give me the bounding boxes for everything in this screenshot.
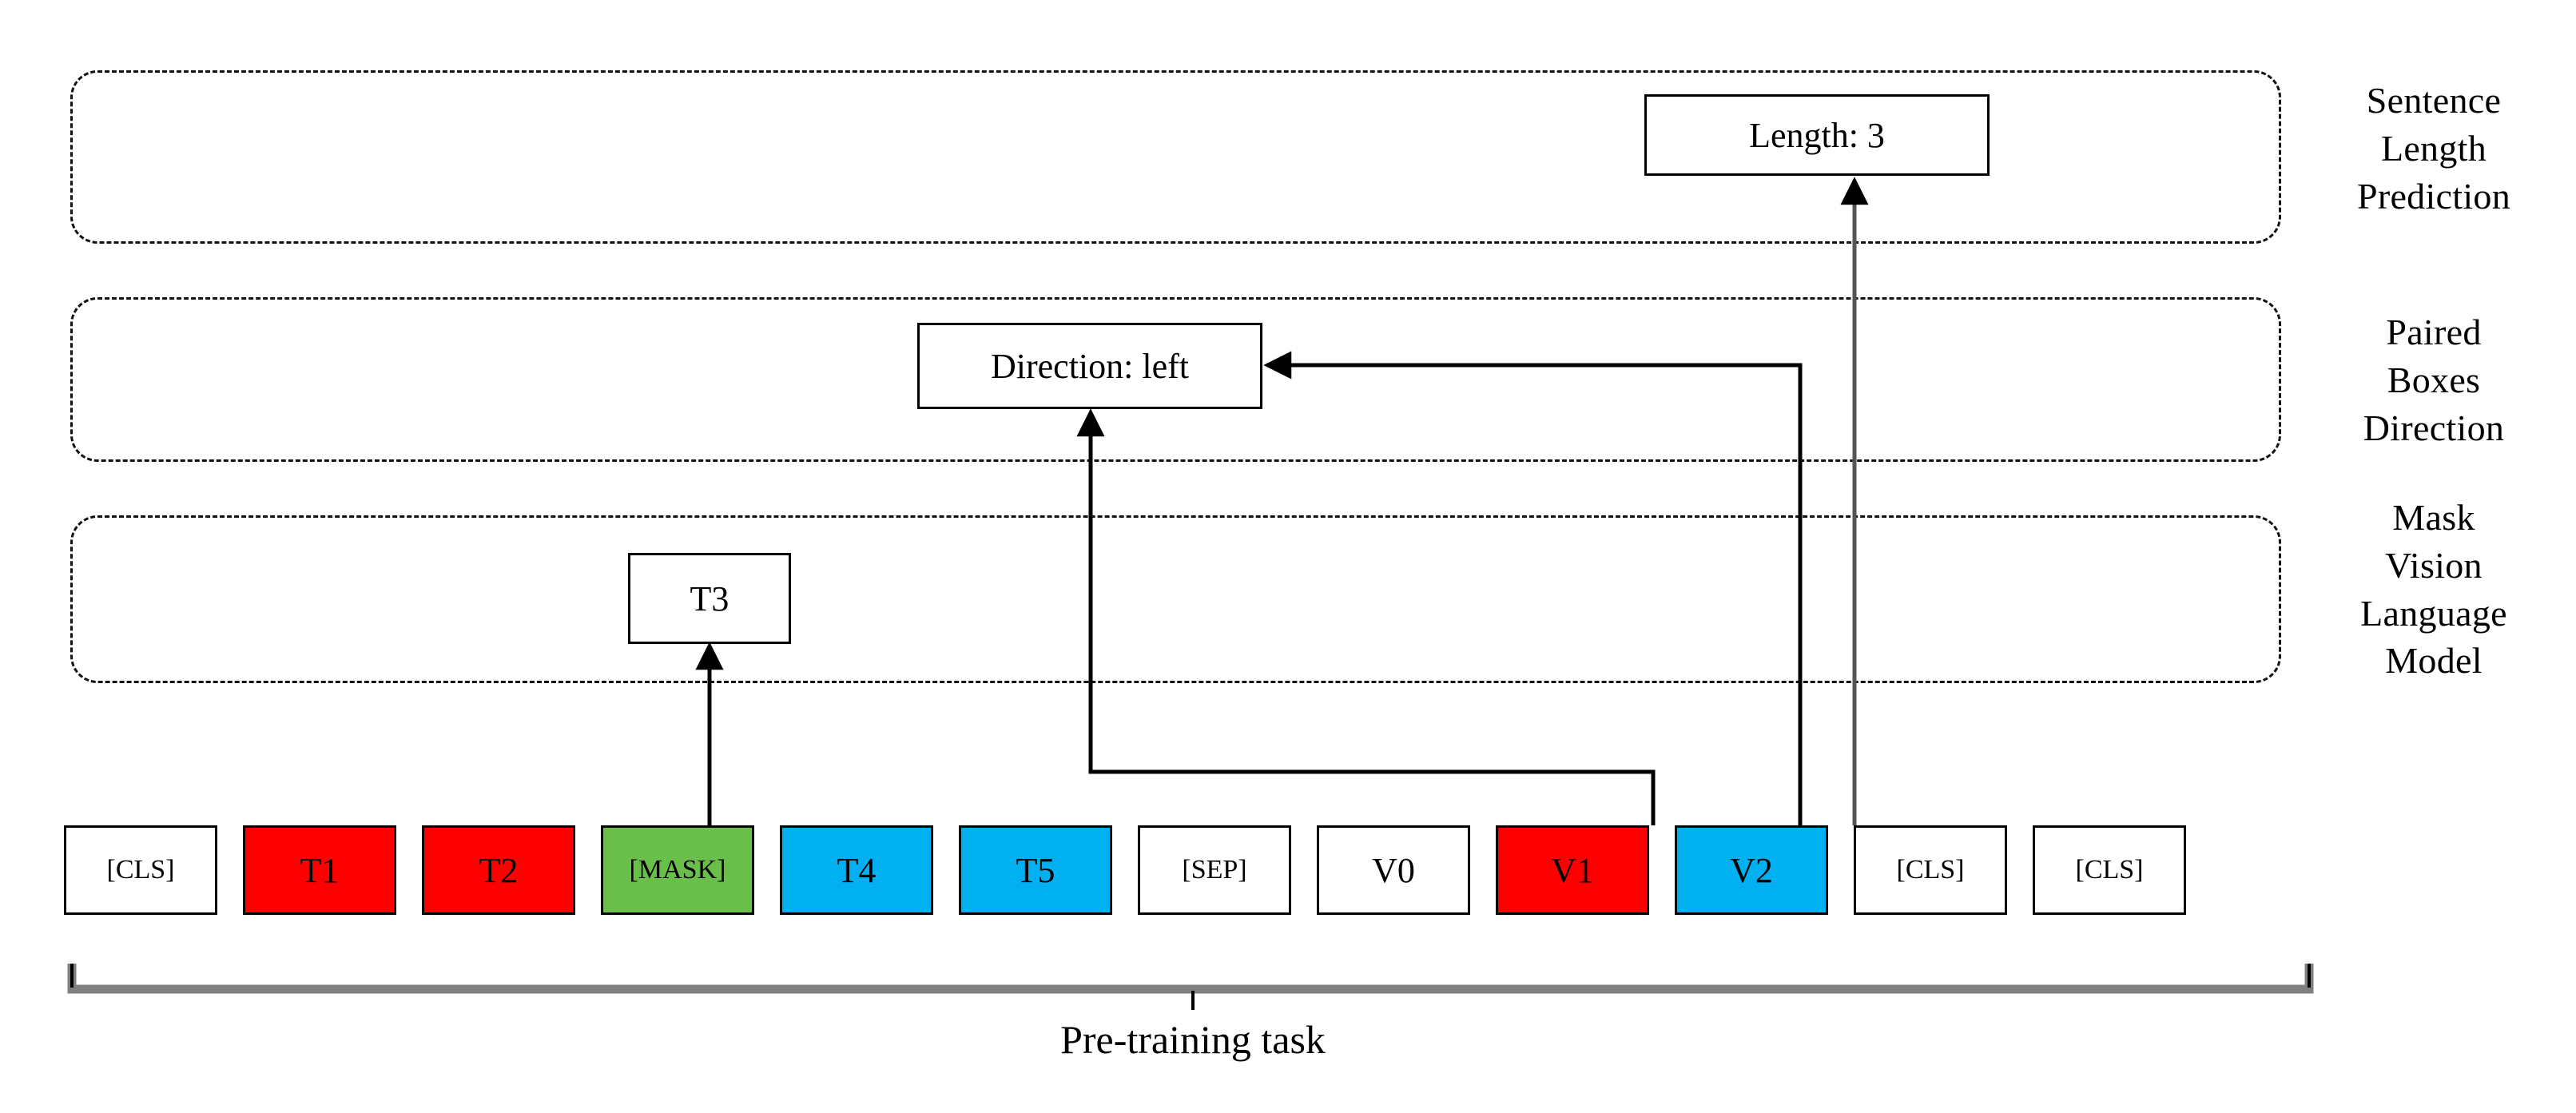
stage-label-mask-vision-language-model: Mask Vision Language Model	[2360, 497, 2507, 682]
token-v0-7[interactable]: V0	[1317, 825, 1470, 915]
token-label: T1	[300, 850, 340, 890]
token-label: [CLS]	[106, 855, 175, 884]
token-t2-2[interactable]: T2	[422, 825, 575, 915]
token-label: T5	[1016, 850, 1055, 890]
token-label: [CLS]	[1896, 855, 1965, 884]
token-t1-1[interactable]: T1	[243, 825, 396, 915]
token-label: T2	[479, 850, 519, 890]
token-mask-3[interactable]: [MASK]	[601, 825, 754, 915]
token-label: [MASK]	[629, 855, 726, 884]
token-v1-8[interactable]: V1	[1496, 825, 1649, 915]
bracket-bar	[67, 964, 2314, 994]
token-v2-9[interactable]: V2	[1675, 825, 1828, 915]
token-t5-5[interactable]: T5	[959, 825, 1112, 915]
length-prediction-box[interactable]: Length: 3	[1644, 94, 1990, 176]
token-label: V0	[1372, 850, 1415, 890]
direction-prediction-box[interactable]: Direction: left	[917, 323, 1262, 409]
token-t4-4[interactable]: T4	[780, 825, 933, 915]
token-cls-10[interactable]: [CLS]	[1854, 825, 2007, 915]
stage-label-paired-boxes-direction: Paired Boxes Direction	[2363, 312, 2505, 448]
stage-label-sentence-length-prediction: Sentence Length Prediction	[2356, 80, 2511, 217]
token-label: V2	[1730, 850, 1773, 890]
token-cls-0[interactable]: [CLS]	[64, 825, 217, 915]
token-label: [CLS]	[2075, 855, 2144, 884]
token-cls-11[interactable]: [CLS]	[2033, 825, 2186, 915]
masked-token-prediction-box[interactable]: T3	[628, 553, 791, 644]
token-label: T4	[837, 850, 877, 890]
token-sep-6[interactable]: [SEP]	[1138, 825, 1291, 915]
figure-caption: Pre-training task	[1060, 1017, 1326, 1062]
pretraining-bracket	[67, 964, 2314, 1010]
token-label: [SEP]	[1182, 855, 1247, 884]
token-label: V1	[1551, 850, 1594, 890]
band-sentence-length-prediction	[70, 70, 2281, 244]
